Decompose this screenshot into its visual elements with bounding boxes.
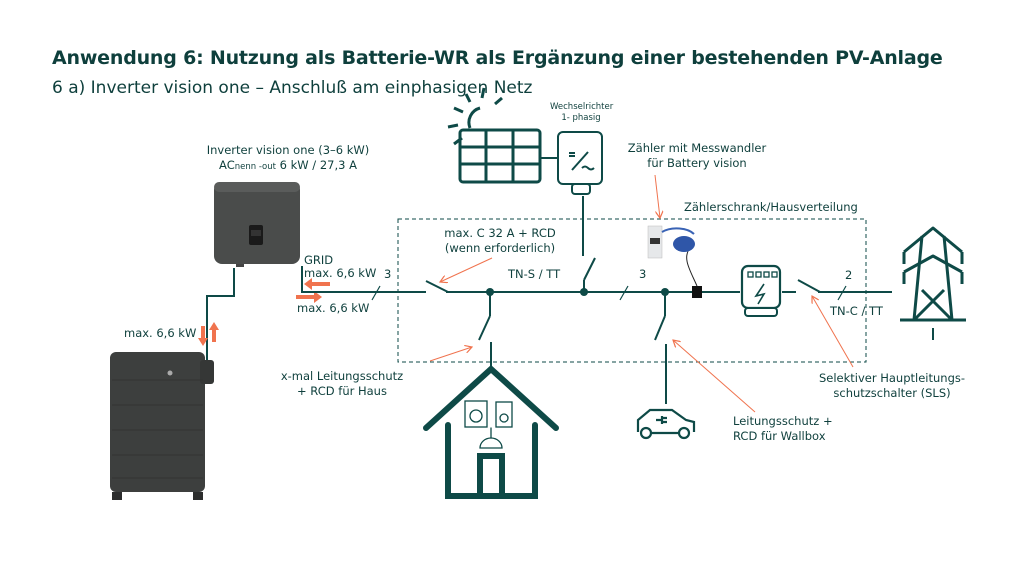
house-leader (429, 347, 472, 362)
phase-count-inverter: 3 (384, 267, 392, 281)
breaker-label: max. C 32 A + RCD (wenn erforderlich) (430, 226, 570, 256)
inverter-label-line1: Inverter vision one (3–6 kW) (206, 143, 370, 157)
pv-panel-icon (447, 87, 542, 184)
wallbox-label-line2: RCD für Wallbox (733, 429, 826, 443)
battery-device (110, 352, 214, 500)
grid-import-label: max. 6,6 kW (304, 266, 377, 280)
meter-label: Zähler mit Messwandler für Battery visio… (612, 141, 782, 171)
page-title: Anwendung 6: Nutzung als Batterie-WR als… (52, 47, 943, 69)
cabinet-label: Zählerschrank/Hausverteilung (684, 200, 858, 214)
grid-arrows (296, 278, 330, 303)
meter-label-line1: Zähler mit Messwandler (627, 141, 767, 155)
phase-count-mid: 3 (639, 267, 647, 281)
wallbox-protection-label: Leitungsschutz + RCD für Wallbox (733, 414, 833, 444)
pv-inverter-label-line2: 1- phasig (561, 113, 601, 123)
network-tnc-label: TN-C / TT (830, 304, 883, 318)
pv-switch (583, 257, 596, 281)
wallbox-label-line1: Leitungsschutz + (733, 414, 833, 428)
sls-label: Selektiver Hauptleitungs- schutzschalter… (812, 371, 972, 401)
breaker-label-line2: (wenn erforderlich) (444, 241, 556, 255)
utility-meter (740, 264, 782, 317)
house-label-line2: + RCD für Haus (297, 384, 387, 398)
cabinet-boundary (397, 218, 867, 363)
smart-meter (647, 225, 695, 259)
inverter-output-line (301, 266, 426, 293)
sls-label-line2: schutzschalter (SLS) (833, 386, 951, 400)
pv-inverter-label-line1: Wechselrichter (550, 102, 614, 112)
sls-leader (812, 296, 854, 368)
current-transformer (692, 286, 702, 298)
inverter-device (214, 182, 300, 267)
meter-leader (654, 174, 660, 218)
grid-export-label: max. 6,6 kW (297, 301, 370, 315)
breaker-switch (425, 280, 449, 293)
wallbox-leader (673, 340, 756, 413)
house-label-line1: x-mal Leitungsschutz (280, 369, 404, 383)
sls-switch (797, 279, 821, 293)
page-subtitle: 6 a) Inverter vision one – Anschluß am e… (52, 78, 533, 98)
network-tns-label: TN-S / TT (508, 267, 561, 281)
breaker-leader (440, 257, 493, 282)
electric-car-icon (636, 408, 696, 440)
meter-label-line2: für Battery vision (647, 156, 747, 170)
sls-label-line1: Selektiver Hauptleitungs- (818, 371, 966, 385)
pv-inverter-icon (557, 131, 603, 195)
breaker-label-line1: max. C 32 A + RCD (444, 226, 556, 240)
inverter-label: Inverter vision one (3–6 kW) ACnenn -out… (188, 143, 388, 175)
phase-count-grid: 2 (845, 268, 853, 282)
house-icon (423, 364, 559, 499)
battery-power-arrows (198, 322, 219, 346)
battery-power-label: max. 6,6 kW (124, 326, 197, 340)
grid-label: GRID (304, 253, 334, 267)
house-protection-label: x-mal Leitungsschutz + RCD für Haus (272, 369, 412, 399)
house-switch (478, 315, 491, 341)
pv-inverter-label: Wechselrichter 1- phasig (550, 102, 614, 124)
battery-cable (206, 268, 235, 368)
inverter-label-ac: ACnenn -out 6 kW / 27,3 A (219, 158, 357, 172)
power-pylon-icon (900, 226, 966, 340)
wallbox-switch (654, 315, 666, 341)
